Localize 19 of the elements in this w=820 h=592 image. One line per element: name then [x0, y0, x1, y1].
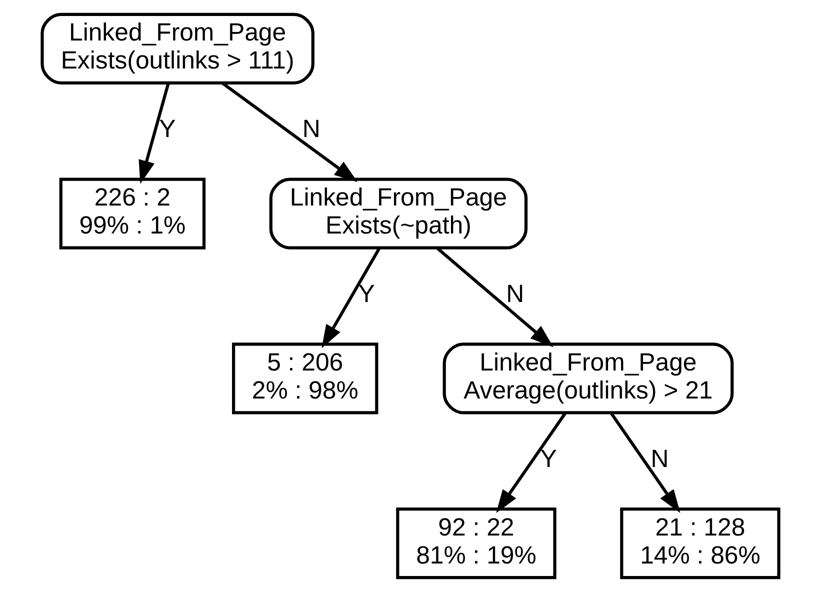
arrow	[220, 82, 358, 182]
edge-label: N	[506, 280, 524, 308]
arrow	[609, 412, 680, 513]
node-box: 5 : 206 2% : 98%	[232, 342, 378, 414]
arrow	[435, 246, 553, 348]
node-box: 92 : 22 81% : 19%	[396, 508, 556, 580]
node-box: Linked_From_Page Average(outlinks) > 21	[442, 342, 734, 414]
edge-label: N	[650, 444, 668, 473]
edge-label: Y	[158, 115, 176, 144]
node-box: 21 : 128 14% : 86%	[620, 508, 780, 580]
arrow	[138, 82, 170, 184]
edge-label: N	[302, 115, 320, 144]
node-box: Linked_From_Page Exists(~path)	[268, 178, 528, 250]
edge-label: Y	[358, 280, 374, 308]
edge-label: Y	[540, 444, 556, 473]
node-box: Linked_From_Page Exists(outlinks > 111)	[40, 12, 314, 84]
arrow	[496, 412, 566, 513]
arrow	[321, 247, 380, 348]
node-box: 226 : 2 99% : 1%	[58, 178, 206, 250]
